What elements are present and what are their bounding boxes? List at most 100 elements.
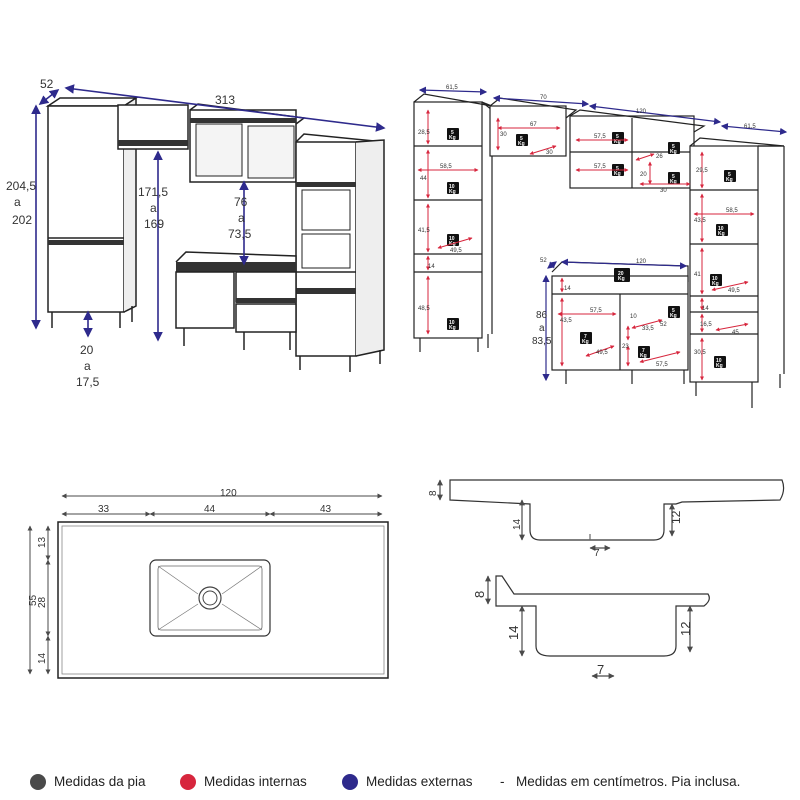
int-b-w6: 23 bbox=[622, 344, 629, 350]
sink-section-2 bbox=[495, 575, 710, 657]
weight-icon: 5Kg bbox=[612, 132, 624, 145]
int-b-w3: 10 bbox=[630, 314, 637, 320]
internal-color-dot bbox=[180, 774, 196, 790]
int-r-h6: 30,5 bbox=[694, 350, 706, 356]
sink-v2: 28 bbox=[37, 596, 48, 608]
sink-section-1 bbox=[449, 479, 785, 541]
svg-text:Kg: Kg bbox=[449, 325, 456, 331]
int-w2: 70 bbox=[540, 95, 547, 101]
svg-text:10: 10 bbox=[718, 226, 724, 232]
upper-a-label: a bbox=[150, 201, 157, 215]
weight-icon: 5Kg bbox=[516, 134, 528, 147]
sink-top-thk2: 8 bbox=[472, 591, 487, 598]
sink-seg3: 43 bbox=[320, 504, 332, 515]
internal-view bbox=[413, 93, 785, 408]
sink-v3: 14 bbox=[37, 652, 48, 664]
weight-icon: 5Kg bbox=[724, 170, 736, 183]
height-top-label: 204,5 bbox=[6, 179, 36, 193]
sink-top-dims bbox=[27, 493, 383, 675]
int-c-w1: 57,5 bbox=[594, 134, 606, 140]
sink-section-dims bbox=[437, 479, 693, 679]
svg-text:Kg: Kg bbox=[712, 281, 719, 287]
drain-icon bbox=[198, 586, 222, 610]
int-l-h1: 28,5 bbox=[418, 130, 430, 136]
weight-icon: 7Kg bbox=[638, 346, 650, 359]
sink-bowl-depth3: 14 bbox=[506, 626, 521, 640]
weight-icon: 5Kg bbox=[668, 172, 680, 185]
weight-icon: 5Kg bbox=[668, 142, 680, 155]
int-h-bottom: 83,5 bbox=[532, 336, 552, 347]
int-l-w1: 58,5 bbox=[440, 164, 452, 170]
sink-seg2: 44 bbox=[204, 504, 216, 515]
svg-text:Kg: Kg bbox=[449, 135, 456, 141]
svg-text:5: 5 bbox=[520, 136, 523, 142]
height-a-label: a bbox=[14, 195, 21, 209]
svg-text:10: 10 bbox=[449, 184, 455, 190]
svg-text:10: 10 bbox=[712, 276, 718, 282]
int-b-w5: 52 bbox=[660, 322, 667, 328]
svg-text:Kg: Kg bbox=[640, 353, 647, 359]
svg-text:10: 10 bbox=[449, 320, 455, 326]
svg-text:5: 5 bbox=[672, 144, 675, 150]
gap-bottom-label: 73,5 bbox=[228, 227, 252, 241]
sink-v1: 13 bbox=[37, 536, 48, 548]
sink-bowl-depth4: 12 bbox=[678, 622, 693, 636]
sink-bowl-depth1: 14 bbox=[512, 518, 523, 530]
external-color-dot bbox=[342, 774, 358, 790]
sink-drain: 7 bbox=[594, 548, 600, 559]
int-b-w7: 57,5 bbox=[656, 362, 668, 368]
internal-dim-labels: 61,5 70 120 61,5 28,5 44 41,5 14 48,5 58… bbox=[418, 85, 756, 368]
svg-text:Kg: Kg bbox=[670, 149, 677, 155]
legend-sink: Medidas da pia bbox=[54, 774, 146, 789]
sink-top-view bbox=[57, 521, 389, 679]
int-w3: 120 bbox=[636, 109, 647, 115]
int-r-w2: 49,5 bbox=[728, 288, 740, 294]
depth-label: 52 bbox=[40, 77, 54, 91]
svg-text:Kg: Kg bbox=[726, 177, 733, 183]
width-label: 313 bbox=[215, 93, 235, 107]
svg-text:Kg: Kg bbox=[449, 189, 456, 195]
int-b-w1: 57,5 bbox=[590, 308, 602, 314]
internal-dims bbox=[417, 109, 755, 381]
svg-text:5: 5 bbox=[672, 308, 675, 314]
external-dim-labels: 52 313 204,5 a 202 171,5 a 169 76 a 73,5… bbox=[6, 77, 252, 389]
svg-text:Kg: Kg bbox=[614, 171, 621, 177]
sink-section-labels: 8 14 12 7 8 14 12 7 bbox=[428, 490, 693, 677]
int-o-d1: 67 bbox=[530, 122, 537, 128]
svg-text:Kg: Kg bbox=[670, 313, 677, 319]
svg-text:10: 10 bbox=[716, 358, 722, 364]
legend-note: Medidas em centímetros. Pia inclusa. bbox=[516, 774, 741, 789]
sink-top-dim-labels: 120 33 44 43 55 13 28 14 bbox=[28, 488, 332, 664]
svg-text:5: 5 bbox=[616, 134, 619, 140]
external-dims bbox=[31, 84, 386, 342]
weight-icon: 7Kg bbox=[580, 332, 592, 345]
sink-seg1: 33 bbox=[98, 504, 110, 515]
int-l-w2: 49,5 bbox=[450, 248, 462, 254]
sink-total: 120 bbox=[220, 488, 237, 499]
legend: Medidas da pia Medidas internas Medidas … bbox=[0, 772, 800, 800]
sink-bowl-depth2: 12 bbox=[669, 510, 683, 524]
int-b-d: 52 bbox=[540, 258, 547, 264]
legend-separator: - bbox=[500, 774, 505, 789]
int-h-a: a bbox=[539, 323, 545, 334]
weight-icon: 5Kg bbox=[668, 306, 680, 319]
legend-external: Medidas externas bbox=[366, 774, 473, 789]
int-l-h5: 48,5 bbox=[418, 306, 430, 312]
int-l-h2: 44 bbox=[420, 176, 427, 182]
int-o-h1: 30 bbox=[500, 132, 507, 138]
int-r-h5: 16,5 bbox=[700, 322, 712, 328]
svg-text:Kg: Kg bbox=[614, 139, 621, 145]
svg-text:5: 5 bbox=[672, 174, 675, 180]
int-r-w1: 58,5 bbox=[726, 208, 738, 214]
height-bottom-label: 202 bbox=[12, 213, 32, 227]
sink-drain2: 7 bbox=[597, 662, 604, 677]
int-c-w1b: 57,5 bbox=[594, 164, 606, 170]
svg-text:5: 5 bbox=[728, 172, 731, 178]
internal-dims-ext bbox=[418, 86, 788, 382]
